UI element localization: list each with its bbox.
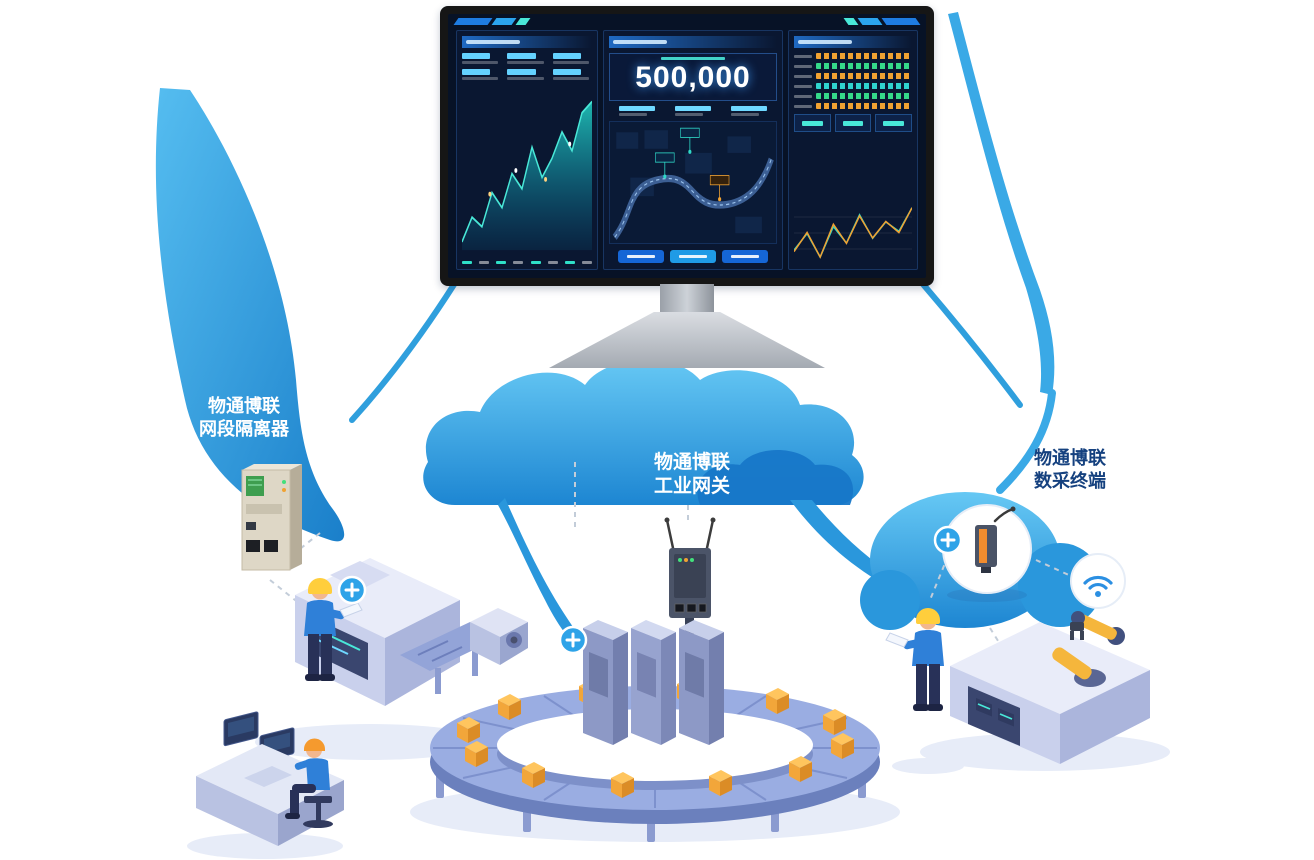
dashboard-button (670, 250, 716, 263)
gateway-label-line1: 物通博联 (653, 452, 730, 473)
mini-stat (462, 69, 501, 80)
city-map (609, 120, 777, 244)
isolator-label-line2: 网段隔离器 (199, 418, 289, 439)
left-panel-header (462, 36, 592, 48)
wifi-badge (1070, 553, 1126, 609)
plus-icon (558, 625, 588, 655)
monitor-left-link (349, 280, 458, 423)
map-pin (709, 174, 730, 201)
status-strip (794, 73, 912, 79)
status-strip (794, 83, 912, 89)
terminal-label-line2: 数采终端 (1034, 470, 1106, 491)
dashboard-button (618, 250, 664, 263)
total-devices-box: 500,000 (609, 53, 777, 101)
network-isolator-device (241, 464, 302, 571)
sub-stat (731, 105, 767, 116)
left-stats-grid (462, 53, 592, 80)
dashboard-screen: 500,000 (448, 14, 926, 278)
status-strip (794, 63, 912, 69)
stat-pill (834, 114, 872, 132)
terminal-label: 物通博联 数采终端 (1006, 447, 1134, 492)
mini-stat (462, 53, 501, 64)
deco-stripes-right (843, 18, 921, 25)
dtu-terminal-badge (942, 504, 1032, 602)
right-panel-header (794, 36, 912, 48)
isolator-label: 物通博联 网段隔离器 (176, 395, 312, 440)
dashboard-left-panel (456, 30, 598, 270)
sub-stat (619, 105, 655, 116)
industrial-gateway-device (664, 517, 716, 618)
monitor-right-link (919, 280, 1023, 408)
stat-pill (794, 114, 831, 132)
line-chart (794, 207, 912, 259)
seated-operator (285, 738, 333, 828)
center-panel-header (609, 36, 777, 48)
right-machine (950, 611, 1150, 764)
dashboard-button-row (609, 249, 777, 264)
status-strip (794, 93, 912, 99)
plus-icon (337, 575, 367, 605)
status-strip (794, 53, 912, 59)
pump-device (470, 608, 528, 665)
monitor-neck (660, 284, 714, 314)
terminal-label-line1: 物通博联 (1034, 448, 1106, 468)
robot-arm (1052, 611, 1125, 687)
wifi-icon (1083, 575, 1113, 597)
mini-stat (552, 53, 592, 64)
status-strip (794, 103, 912, 109)
gateway-label-line2: 工业网关 (653, 475, 730, 497)
x-axis-ticks (462, 261, 592, 264)
mini-stat (552, 69, 592, 80)
stat-pill (875, 114, 913, 132)
control-cabinets (583, 620, 724, 745)
map-pin (680, 127, 700, 154)
conveyor-loop (430, 678, 880, 842)
deco-stripes-left (453, 18, 531, 25)
left-cloud-ribbon (155, 88, 345, 542)
sub-stats-row (609, 105, 777, 116)
mini-stat (507, 53, 546, 64)
total-devices-title-bar (661, 57, 725, 60)
plus-icon (933, 525, 963, 555)
right-stat-pills (794, 114, 913, 132)
mini-stat (507, 69, 546, 80)
total-devices-value: 500,000 (635, 61, 751, 94)
monitor: 500,000 (440, 6, 934, 286)
sub-stat (675, 105, 711, 116)
dashboard-right-panel (788, 30, 918, 270)
gateway-label: 物通博联 工业网关 (622, 451, 762, 499)
status-strips (794, 53, 912, 109)
map-pin (655, 151, 675, 179)
dashboard-button (722, 250, 768, 263)
center-cloud (423, 359, 905, 650)
isolator-label-line1: 物通博联 (208, 396, 280, 416)
right-connector-swoosh (948, 12, 1056, 494)
dashboard-center-panel: 500,000 (603, 30, 783, 270)
area-chart (462, 100, 592, 251)
